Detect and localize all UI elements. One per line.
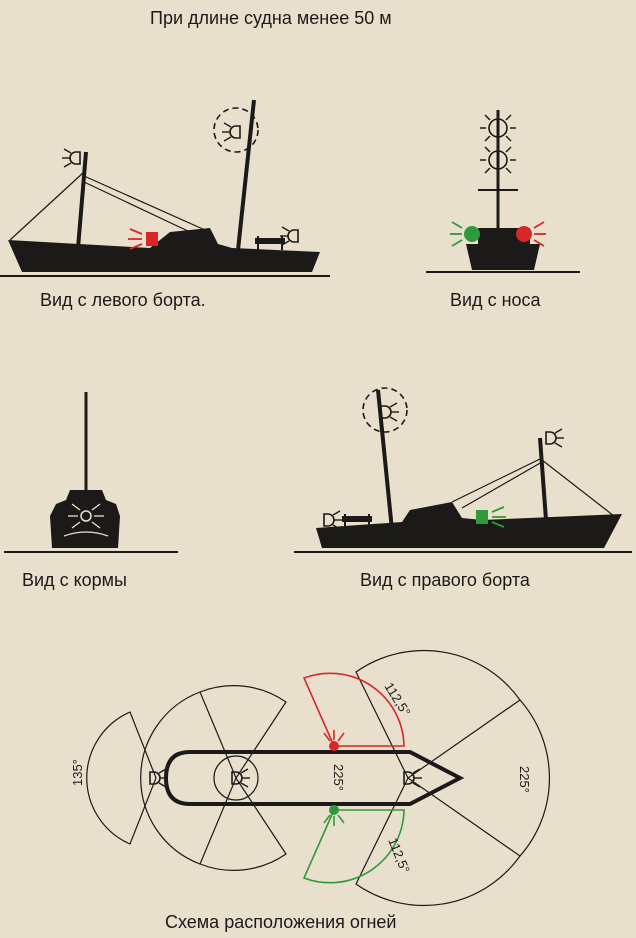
starboard-side-view bbox=[294, 387, 632, 553]
angle-label-stern: 135° bbox=[70, 759, 85, 786]
caption-stern-view: Вид с кормы bbox=[22, 570, 127, 590]
angle-label-masthead-inner: 225° bbox=[331, 764, 346, 791]
caption-port-view: Вид с левого борта. bbox=[40, 290, 206, 310]
after-mast-lamp-icon bbox=[231, 768, 251, 788]
stern-view bbox=[4, 392, 178, 553]
angle-label-masthead-outer: 225° bbox=[517, 766, 532, 793]
angle-label-green: 112,5° bbox=[385, 836, 413, 876]
red-light-sector bbox=[302, 672, 405, 747]
green-lamp-icon bbox=[323, 805, 345, 826]
light-arc-scheme bbox=[86, 649, 550, 907]
page-title: При длине судна менее 50 м bbox=[150, 8, 392, 28]
fore-mast-lamp-icon bbox=[403, 768, 423, 788]
bow-view bbox=[426, 109, 580, 273]
caption-starboard-view: Вид с правого борта bbox=[360, 570, 530, 590]
stern-light-sector bbox=[86, 711, 157, 845]
caption-light-scheme: Схема расположения огней bbox=[165, 912, 397, 932]
green-light-sector bbox=[302, 809, 405, 884]
caption-bow-view: Вид с носа bbox=[450, 290, 541, 310]
port-side-view bbox=[0, 99, 330, 277]
red-lamp-icon bbox=[323, 730, 345, 751]
